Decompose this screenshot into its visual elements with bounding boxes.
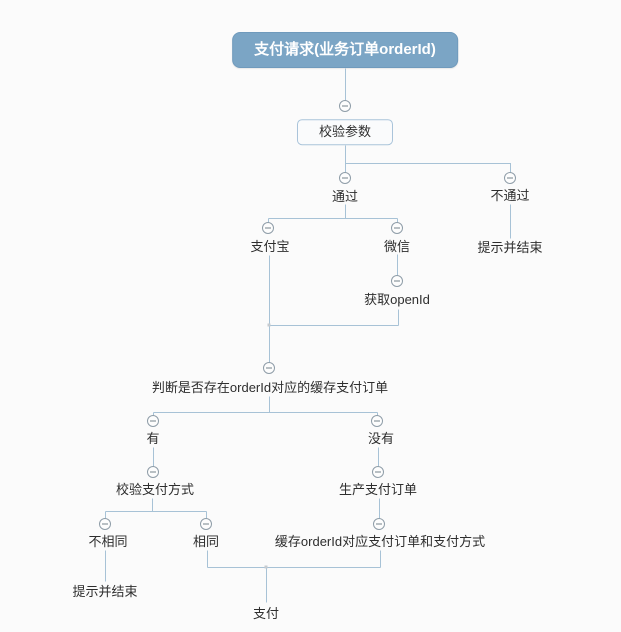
collapse-icon[interactable]: [147, 415, 159, 427]
collapse-icon[interactable]: [99, 518, 111, 530]
node-alipay[interactable]: 支付宝: [250, 239, 290, 255]
junction-dot: [267, 323, 271, 327]
node-wechat[interactable]: 微信: [383, 239, 411, 255]
collapse-icon[interactable]: [373, 518, 385, 530]
node-not-same[interactable]: 不相同: [88, 534, 128, 550]
node-create-pay-order[interactable]: 生产支付订单: [338, 482, 418, 498]
node-has[interactable]: 有: [146, 431, 160, 447]
collapse-icon[interactable]: [339, 100, 351, 112]
node-check-params[interactable]: 校验参数: [296, 119, 394, 145]
node-judge-cached-order[interactable]: 判断是否存在orderId对应的缓存支付订单: [151, 380, 389, 396]
collapse-icon[interactable]: [339, 172, 351, 184]
connector-lines: [105, 68, 511, 603]
node-verify-pay-method[interactable]: 校验支付方式: [115, 482, 195, 498]
collapse-icon[interactable]: [200, 518, 212, 530]
node-has-not[interactable]: 没有: [367, 431, 395, 447]
junction-dot: [264, 565, 268, 569]
collapse-icon[interactable]: [147, 466, 159, 478]
node-fail-prompt-end[interactable]: 提示并结束: [477, 240, 543, 256]
collapse-icon[interactable]: [263, 362, 275, 374]
node-prompt-end[interactable]: 提示并结束: [72, 584, 138, 600]
node-root-payment-request[interactable]: 支付请求(业务订单orderId): [232, 32, 458, 68]
collapse-icon[interactable]: [504, 172, 516, 184]
collapse-icon[interactable]: [391, 222, 403, 234]
node-pass[interactable]: 通过: [331, 189, 359, 205]
node-same[interactable]: 相同: [192, 534, 220, 550]
node-get-openid[interactable]: 获取openId: [364, 292, 430, 308]
collapse-icon[interactable]: [262, 222, 274, 234]
connector-line: [345, 145, 511, 174]
collapse-icon[interactable]: [371, 415, 383, 427]
node-pay[interactable]: 支付: [252, 606, 280, 622]
collapse-icon[interactable]: [372, 466, 384, 478]
collapse-icon[interactable]: [391, 275, 403, 287]
node-fail[interactable]: 不通过: [490, 188, 530, 204]
node-cache-order[interactable]: 缓存orderId对应支付订单和支付方式: [274, 534, 486, 550]
